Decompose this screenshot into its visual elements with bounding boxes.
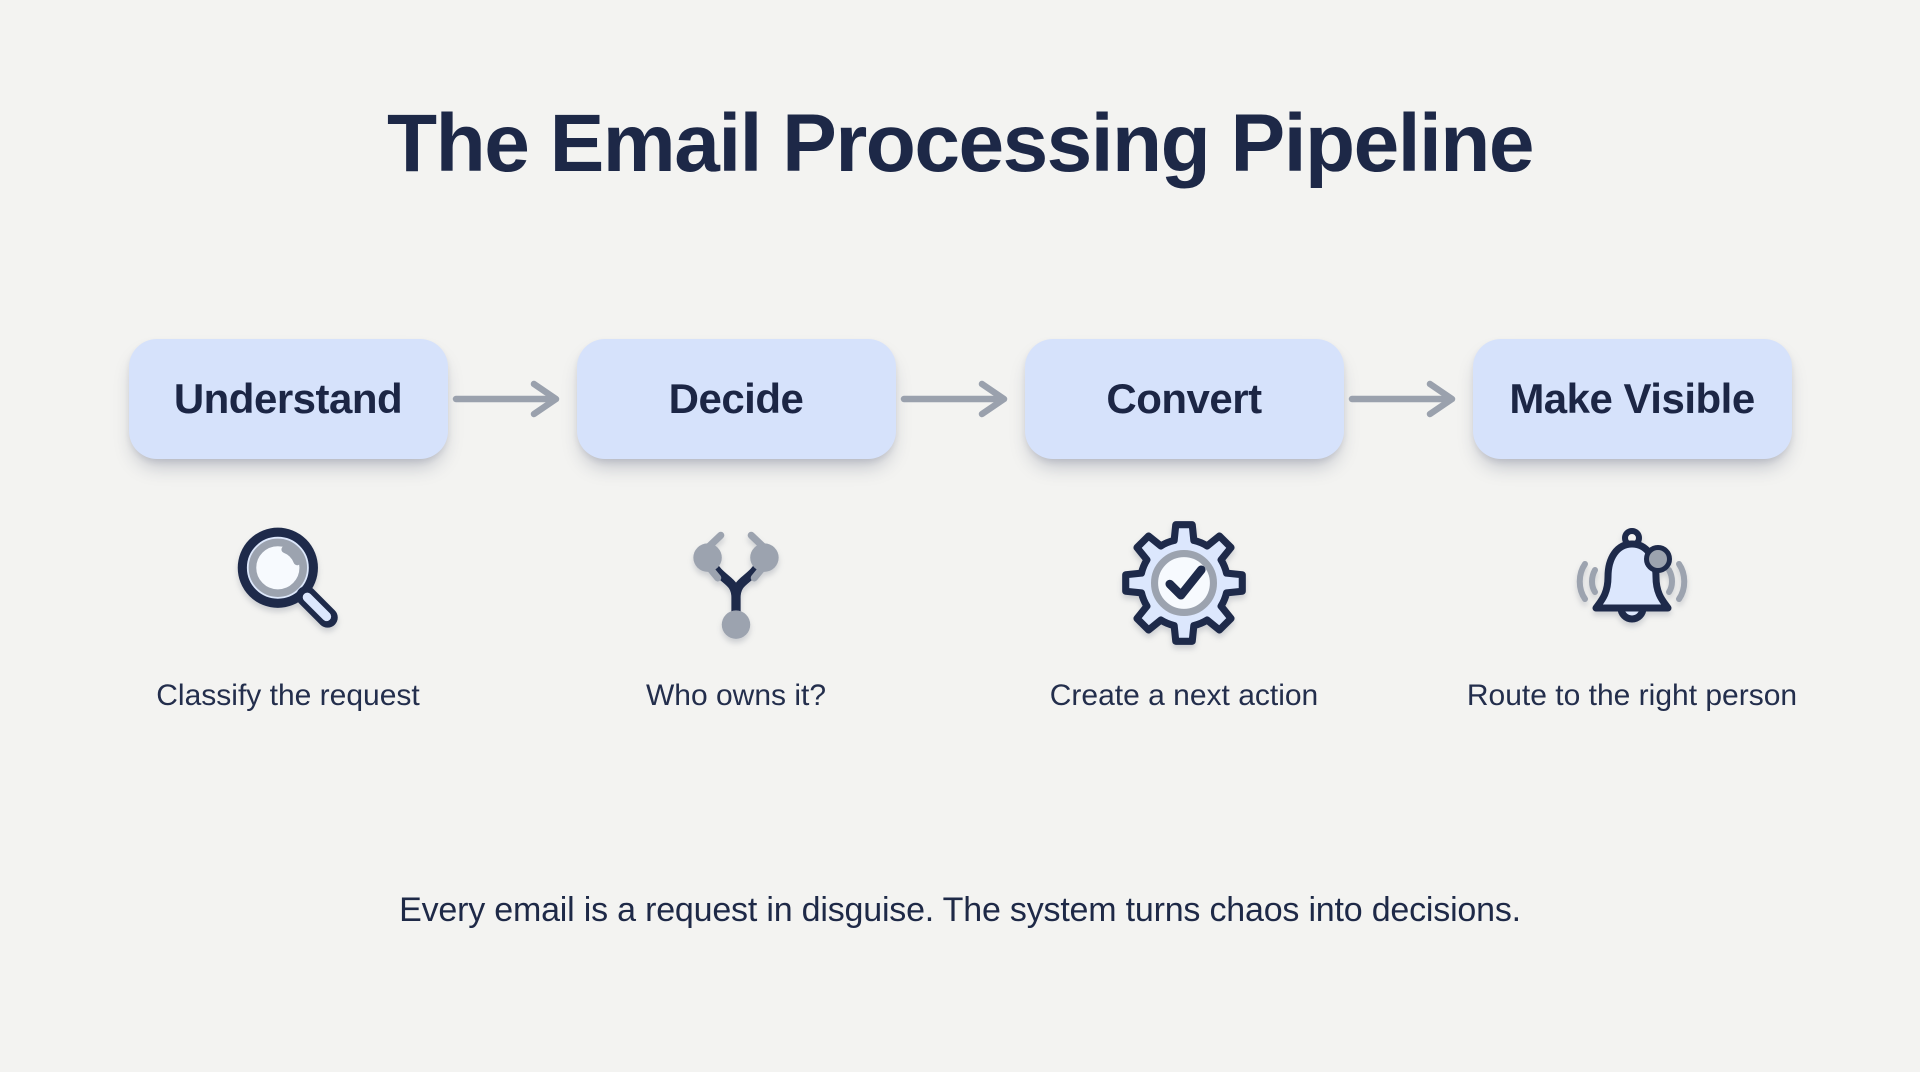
- stage-understand: Understand Classify the request: [128, 338, 448, 713]
- stage-caption: Create a next action: [1049, 678, 1319, 712]
- pipeline-row: Understand Classify the request Decide: [0, 338, 1920, 713]
- stage-caption: Classify the request: [156, 678, 420, 712]
- branch-icon: [670, 513, 802, 653]
- flow-arrow-icon: [448, 339, 577, 459]
- magnifier-icon: [222, 513, 354, 653]
- stage-caption: Route to the right person: [1466, 678, 1798, 712]
- stage-decide: Decide Who owns it?: [576, 338, 896, 713]
- flow-arrow-icon: [896, 339, 1025, 459]
- gear-check-icon: [1118, 513, 1250, 653]
- page-title: The Email Processing Pipeline: [387, 98, 1534, 189]
- stage-caption: Who owns it?: [645, 678, 827, 712]
- stage-box-decide: Decide: [576, 338, 896, 459]
- stage-box-make-visible: Make Visible: [1472, 338, 1792, 459]
- stage-box-understand: Understand: [128, 338, 448, 459]
- stage-convert: Convert Create a next action: [1024, 338, 1344, 713]
- tagline-text: Every email is a request in disguise. Th…: [399, 890, 1521, 929]
- flow-arrow-icon: [1344, 339, 1473, 459]
- stage-make-visible: Make Visible Route to the right person: [1467, 338, 1797, 713]
- stage-box-convert: Convert: [1024, 338, 1344, 459]
- bell-icon: [1557, 513, 1707, 653]
